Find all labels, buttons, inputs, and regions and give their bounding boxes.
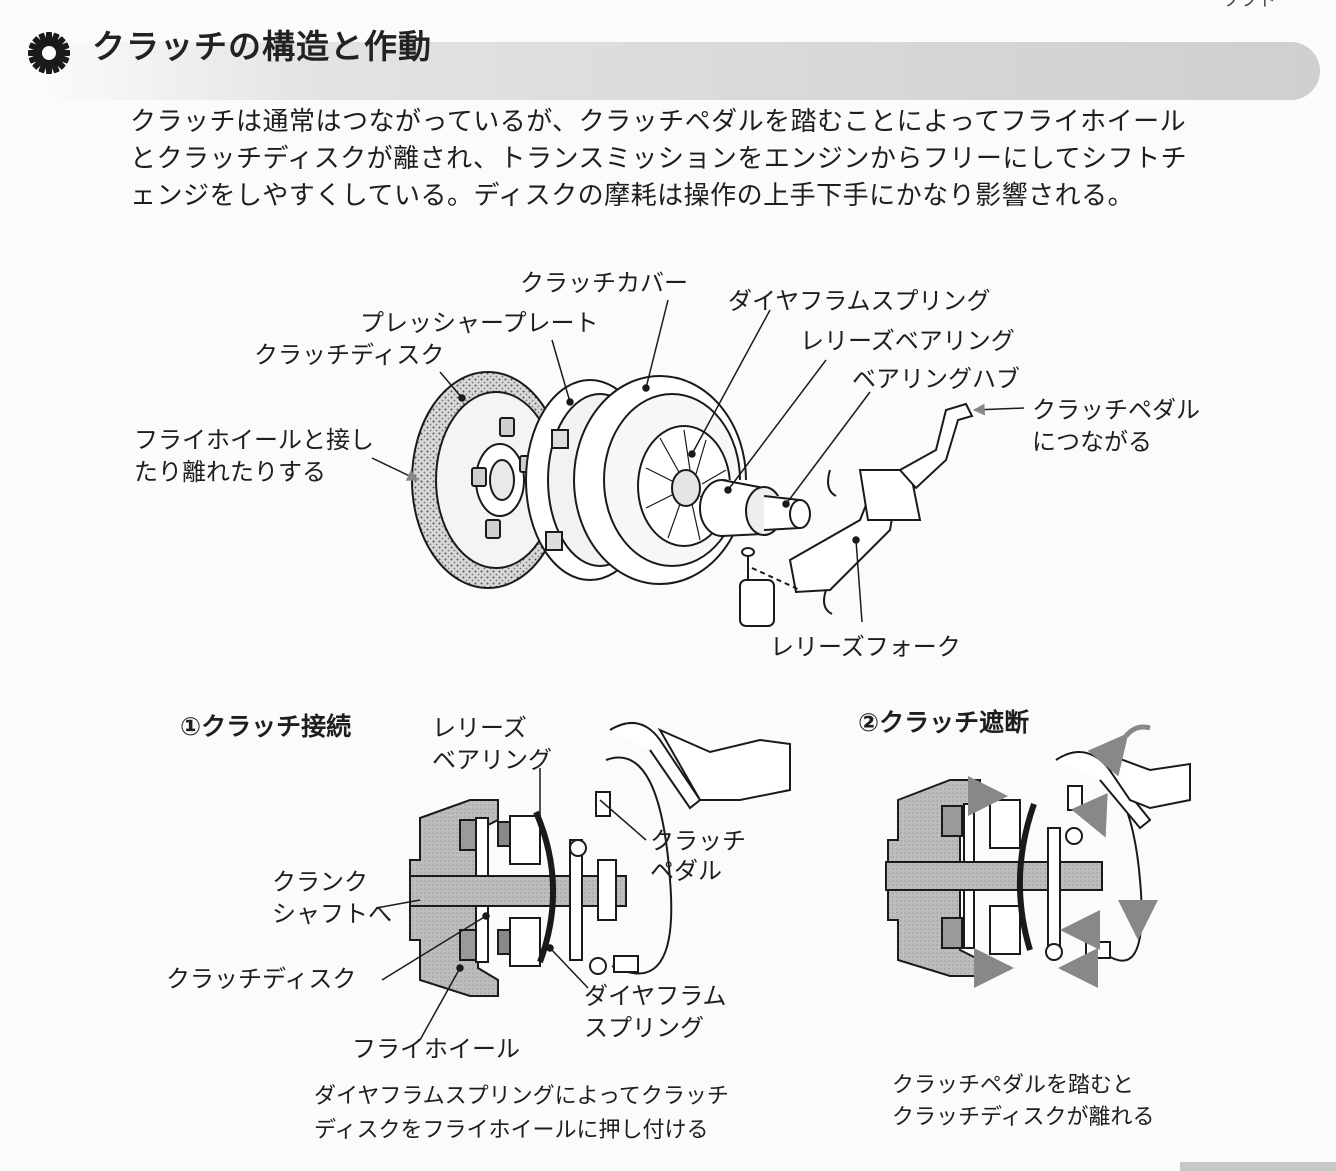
intro-line: クラッチは通常はつながっているが、クラッチペダルを踏むことによってフライホイール bbox=[130, 107, 1187, 137]
engaged-label-flywheel: フライホイール bbox=[352, 1035, 520, 1063]
disengaged-arrows bbox=[968, 724, 1158, 988]
header-band bbox=[40, 42, 1320, 100]
label-clutch-disc: クラッチディスク bbox=[254, 341, 445, 369]
intro-line: ェンジをしやすくしている。ディスクの摩耗は操作の上手下手にかなり影響される。 bbox=[130, 181, 1135, 211]
page-edge-band bbox=[1180, 1162, 1336, 1171]
engaged-caption-line: ダイヤフラムスプリングによってクラッチ bbox=[314, 1084, 729, 1109]
disengaged-caption: クラッチペダルを踏むと クラッチディスクが離れる bbox=[892, 1070, 1154, 1134]
label-bearing-hub: ベアリングハブ bbox=[852, 365, 1020, 393]
label-clutch-cover: クラッチカバー bbox=[520, 269, 688, 297]
disengaged-caption-line: クラッチディスクが離れる bbox=[892, 1105, 1155, 1130]
release-fork-drawing bbox=[739, 402, 974, 627]
clutch-cover-drawing bbox=[573, 375, 747, 585]
engaged-label-clutch-disc: クラッチディスク bbox=[166, 965, 357, 993]
label-flywheel-note-line: たり離れたりする bbox=[134, 458, 326, 486]
engaged-label-clutch-pedal-line: ペダル bbox=[650, 857, 722, 885]
corner-text: ソフト bbox=[1222, 0, 1276, 11]
engaged-label-clutch-pedal-line: クラッチ bbox=[650, 827, 746, 855]
engaged-diagram bbox=[409, 721, 791, 997]
disengaged-diagram bbox=[885, 747, 1191, 977]
label-pedal-link: クラッチペダル につながる bbox=[1032, 394, 1200, 458]
engaged-label-release-bearing: レリーズ ベアリング bbox=[432, 712, 552, 776]
label-flywheel-note: フライホイールと接し たり離れたりする bbox=[134, 424, 374, 488]
engaged-title: ①クラッチ接続 bbox=[180, 712, 352, 741]
label-pedal-link-line: クラッチペダル bbox=[1032, 396, 1200, 424]
intro-line: とクラッチディスクが離され、トランスミッションをエンジンからフリーにしてシフトチ bbox=[130, 144, 1188, 174]
engaged-label-clutch-pedal: クラッチ ペダル bbox=[650, 826, 746, 886]
label-diaphragm-spring: ダイヤフラムスプリング bbox=[728, 287, 991, 315]
clutch-disc-drawing bbox=[411, 371, 565, 589]
engaged-caption-line: ディスクをフライホイールに押し付ける bbox=[314, 1118, 709, 1143]
page-title: クラッチの構造と作動 bbox=[92, 27, 432, 66]
release-bearing-drawing bbox=[699, 479, 811, 537]
engaged-leader-lines bbox=[375, 768, 647, 1041]
exploded-leader-lines bbox=[371, 299, 1025, 623]
engaged-label-diaphragm-spring-line: スプリング bbox=[584, 1014, 704, 1042]
engaged-label-crankshaft: クランク シャフトへ bbox=[272, 866, 392, 930]
intro-paragraph: クラッチは通常はつながっているが、クラッチペダルを踏むことによってフライホイール… bbox=[130, 104, 1220, 215]
label-release-bearing: レリーズベアリング bbox=[800, 327, 1015, 355]
label-flywheel-note-line: フライホイールと接し bbox=[134, 426, 374, 454]
disengaged-caption-line: クラッチペダルを踏むと bbox=[892, 1073, 1135, 1098]
gear-icon bbox=[28, 32, 70, 74]
section-header: クラッチの構造と作動 ソフト bbox=[0, 0, 1336, 100]
engaged-label-diaphragm-spring: ダイヤフラム スプリング bbox=[584, 980, 727, 1044]
label-pressure-plate: プレッシャープレート bbox=[360, 309, 599, 337]
disengaged-title: ②クラッチ遮断 bbox=[858, 708, 1030, 737]
engaged-label-diaphragm-spring-line: ダイヤフラム bbox=[584, 982, 727, 1010]
engaged-caption: ダイヤフラムスプリングによってクラッチ ディスクをフライホイールに押し付ける bbox=[314, 1080, 729, 1148]
exploded-clutch-drawing bbox=[411, 371, 974, 627]
label-pedal-link-line: につながる bbox=[1032, 428, 1152, 456]
engaged-label-crankshaft-line: クランク bbox=[272, 868, 368, 896]
engaged-label-crankshaft-line: シャフトへ bbox=[272, 900, 392, 928]
engaged-label-release-bearing-line: ベアリング bbox=[432, 746, 552, 774]
label-release-fork: レリーズフォーク bbox=[770, 633, 961, 661]
engaged-label-release-bearing-line: レリーズ bbox=[432, 714, 527, 742]
